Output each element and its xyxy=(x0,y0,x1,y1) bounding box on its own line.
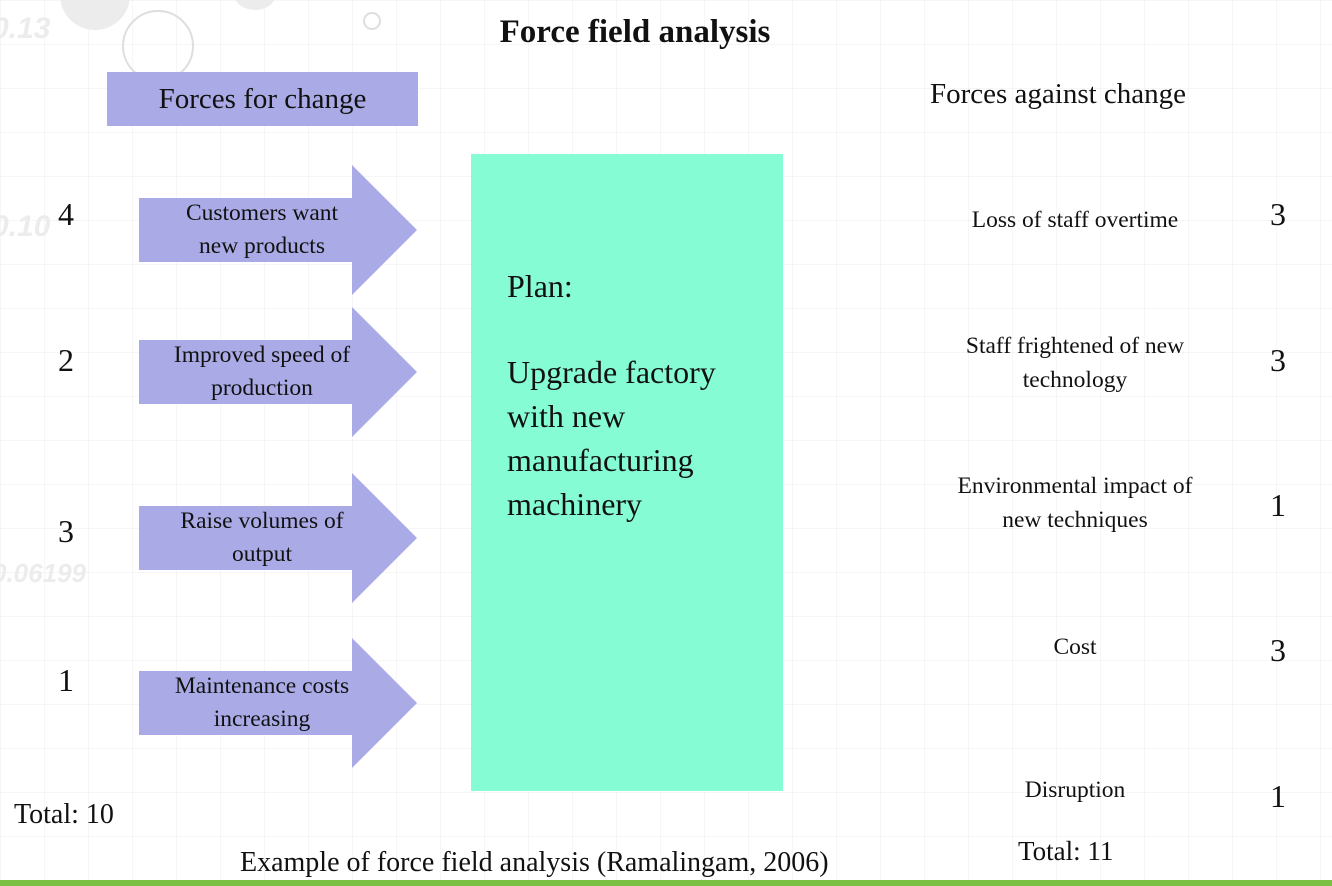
forces-for-header: Forces for change xyxy=(107,72,418,126)
caption: Example of force field analysis (Ramalin… xyxy=(240,847,829,878)
plan-heading: Plan: xyxy=(507,268,573,304)
force-for-label-line: output xyxy=(231,541,293,567)
arrow-shape xyxy=(139,165,417,295)
force-against-weight: 3 xyxy=(1270,342,1286,378)
force-for-weight: 2 xyxy=(58,342,74,378)
force-against-label-line: technology xyxy=(1022,367,1128,393)
force-for-weight: 4 xyxy=(58,196,74,232)
diagram-title: Force field analysis xyxy=(499,14,771,50)
background-decoration xyxy=(363,12,381,30)
forces-for-header-label: Forces for change xyxy=(158,82,367,115)
force-for-label-line: new products xyxy=(199,233,325,259)
force-against-weight: 3 xyxy=(1270,196,1286,232)
arrow-shape xyxy=(139,638,417,768)
force-for-label-line: Raise volumes of xyxy=(180,507,344,534)
background-decoration xyxy=(235,0,275,10)
plan-text: Upgrade factory with new manufacturing m… xyxy=(507,354,716,522)
force-for-label: Maintenance costs increasing xyxy=(139,638,385,768)
force-against-label-line: Staff frightened of new xyxy=(965,333,1185,359)
force-against-weight: 1 xyxy=(1270,487,1286,523)
forces-against-header: Forces against change xyxy=(929,78,1187,110)
bottom-accent-line xyxy=(0,880,1332,886)
background-number: 0.13 xyxy=(0,12,51,45)
force-against-label: Cost xyxy=(1053,634,1097,660)
force-for-weight: 1 xyxy=(58,662,74,698)
force-against-label: Staff frightened of new technology xyxy=(920,329,1230,397)
force-for-label-line: Maintenance costs xyxy=(174,672,350,699)
force-for-label-line: increasing xyxy=(213,706,311,732)
background-number: 0.10 xyxy=(0,210,51,243)
total-for: Total: 10 xyxy=(14,799,114,830)
force-for-arrow: Improved speed of production xyxy=(139,307,417,437)
force-against-label: Loss of staff overtime xyxy=(971,207,1179,233)
force-for-label: Raise volumes of output xyxy=(139,473,385,603)
force-against-label: Environmental impact of new techniques xyxy=(920,469,1230,537)
total-against: Total: 11 xyxy=(1018,836,1114,866)
background-number: 0.06199 xyxy=(0,558,86,588)
force-for-label-line: Improved speed of xyxy=(173,341,351,368)
force-for-arrow: Customers want new products xyxy=(139,165,417,295)
force-for-label-line: production xyxy=(211,375,313,401)
force-against-label-line: new techniques xyxy=(1002,507,1148,533)
force-for-label-line: Customers want xyxy=(185,199,339,226)
force-against-weight: 1 xyxy=(1270,778,1286,814)
plan-box: Plan: Upgrade factory with new manufactu… xyxy=(471,154,783,791)
force-against-weight: 3 xyxy=(1270,632,1286,668)
force-for-label: Improved speed of production xyxy=(139,307,385,437)
force-for-arrow: Maintenance costs increasing xyxy=(139,638,417,768)
force-for-arrow: Raise volumes of output xyxy=(139,473,417,603)
arrow-shape xyxy=(139,307,417,437)
force-against-label-line: Environmental impact of xyxy=(957,473,1193,499)
force-for-weight: 3 xyxy=(58,513,74,549)
force-for-label: Customers want new products xyxy=(139,165,385,295)
force-against-label: Disruption xyxy=(1024,777,1126,803)
arrow-shape xyxy=(139,473,417,603)
